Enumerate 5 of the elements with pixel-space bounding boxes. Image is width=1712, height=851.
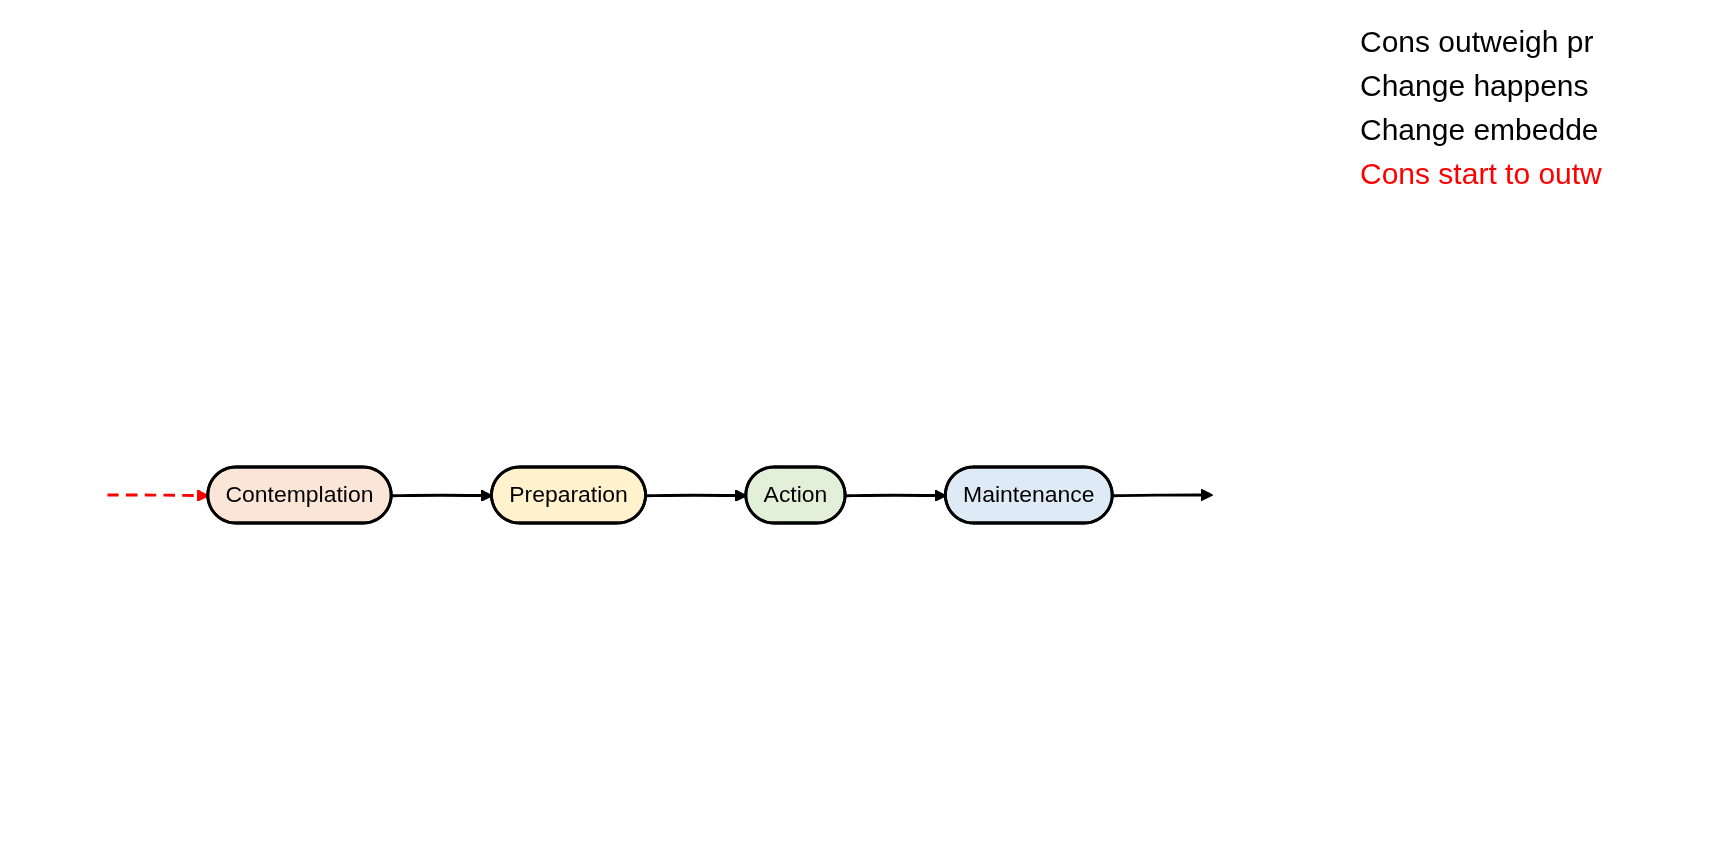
note-text: Cons outweigh pr [1360,24,1595,60]
note-text: Cons start to outw [1360,156,1603,192]
note-text: Change embedde [1360,112,1600,148]
arrow [1112,488,1214,502]
note-text: Change happens [1360,68,1590,104]
